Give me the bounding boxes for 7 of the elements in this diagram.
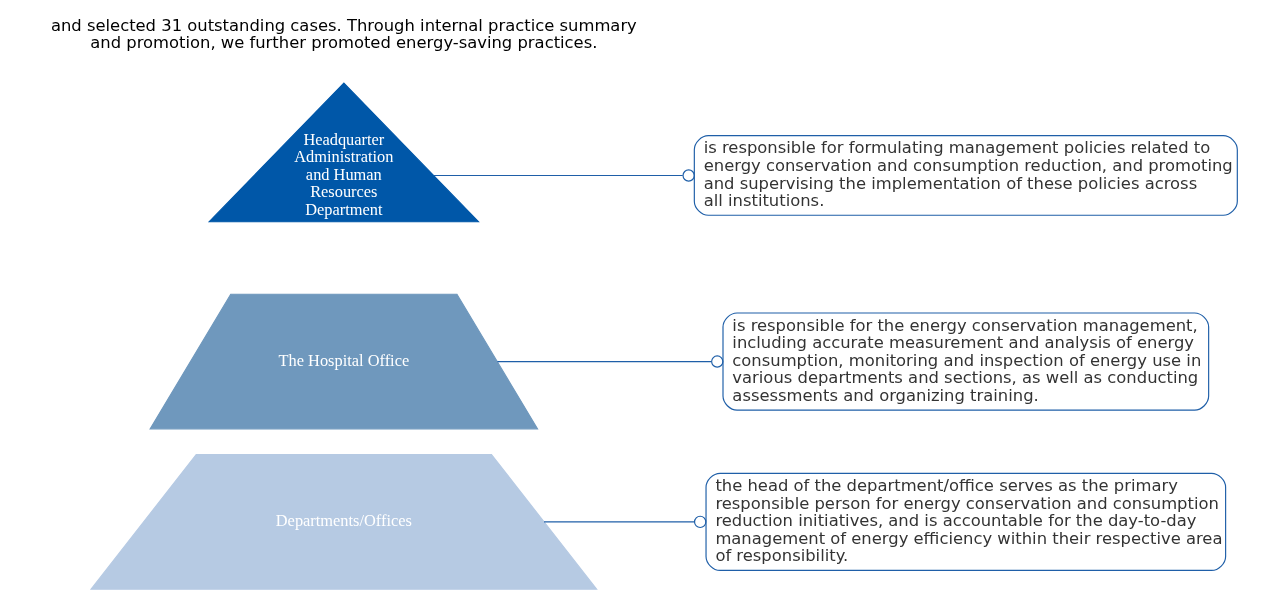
label: and selected 31 outstanding cases. Through internal practice summary and promotion, we further promoted energy-saving practices.	[50, 15, 637, 53]
connector	[542, 515, 706, 529]
connector	[496, 355, 723, 368]
node-box: the head of the department/office serves as the primary responsible person for energy conservation and consumption reduction initiatives, and is accountable for the day-to-day management of energy efficiency within their respective area of responsibility.	[704, 472, 1226, 572]
node-box: is responsible for the energy conservation management, including accurate measurement and analysis of energy consumption, monitoring and inspection of energy use in various departments and sections, as well as conducting assessments and organizing training.	[721, 312, 1209, 411]
connector	[432, 169, 695, 182]
node-box: is responsible for formulating management policies related to energy conservation and consumption reduction, and promoting and supervising the implementation of these policies across all institutions.	[693, 135, 1238, 216]
